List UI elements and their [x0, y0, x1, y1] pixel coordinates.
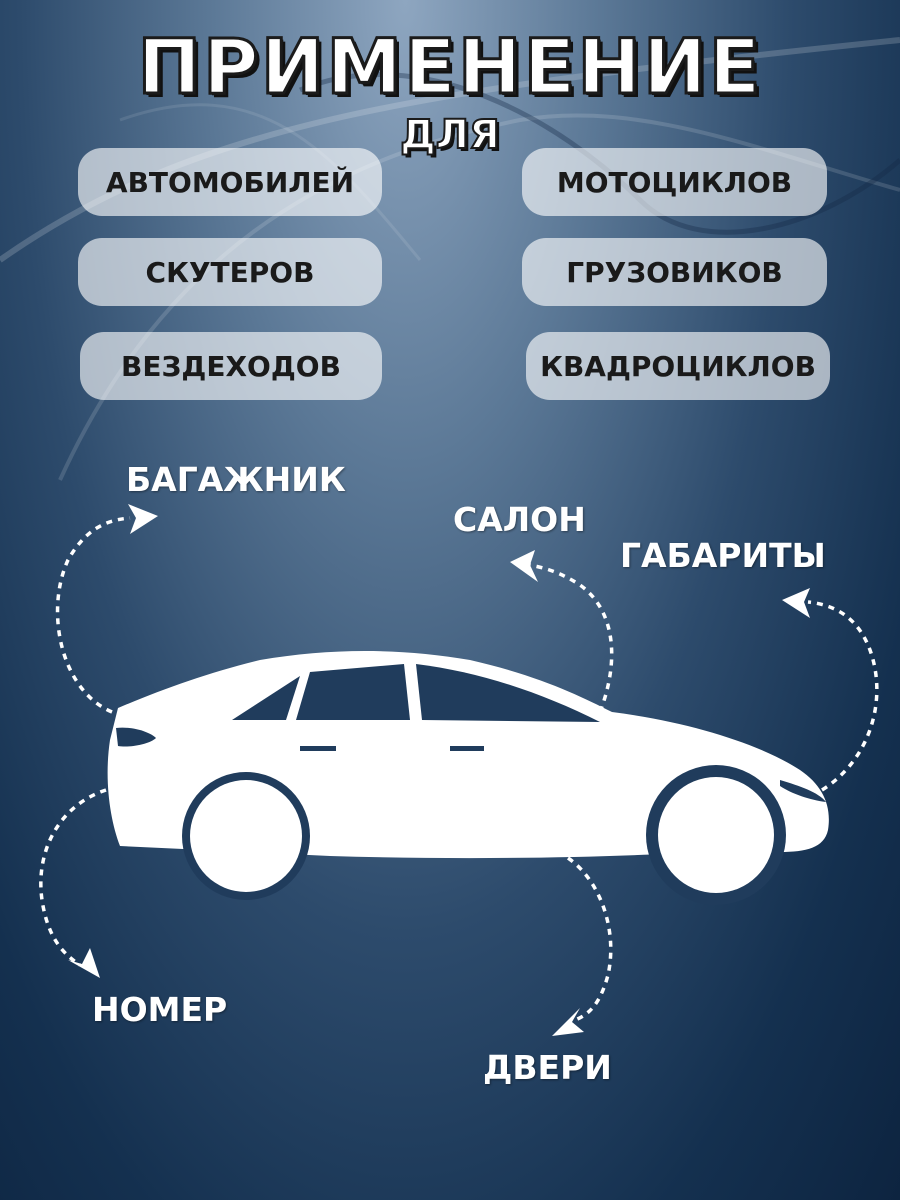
label-lights: ГАБАРИТЫ	[620, 536, 826, 575]
arrow-plate	[39, 788, 107, 967]
page-title: ПРИМЕНЕНИЕ	[136, 21, 763, 113]
arrowhead-trunk	[128, 504, 158, 534]
vehicle-pill-scooters: СКУТЕРОВ	[78, 238, 382, 306]
arrowhead-plate	[68, 948, 100, 978]
arrow-lights	[807, 600, 879, 792]
arrow-doors	[567, 856, 613, 1022]
label-plate: НОМЕР	[92, 990, 228, 1029]
page-subtitle: ДЛЯ	[399, 111, 501, 159]
label-interior: САЛОН	[453, 500, 586, 539]
vehicle-pill-motorcycles: МОТОЦИКЛОВ	[522, 148, 827, 216]
vehicle-pill-atvs: КВАДРОЦИКЛОВ	[526, 332, 830, 400]
arrow-trunk	[55, 516, 131, 714]
arrowhead-lights	[782, 588, 810, 618]
arrow-interior	[529, 563, 614, 713]
car-icon	[107, 651, 829, 905]
label-trunk: БАГАЖНИК	[126, 460, 346, 499]
arrowhead-doors	[552, 1008, 584, 1036]
vehicle-pill-trucks: ГРУЗОВИКОВ	[522, 238, 827, 306]
vehicle-pill-all-terrain: ВЕЗДЕХОДОВ	[80, 332, 382, 400]
vehicle-pill-cars: АВТОМОБИЛЕЙ	[78, 148, 382, 216]
arrowhead-interior	[510, 550, 538, 582]
label-doors: ДВЕРИ	[483, 1048, 612, 1087]
